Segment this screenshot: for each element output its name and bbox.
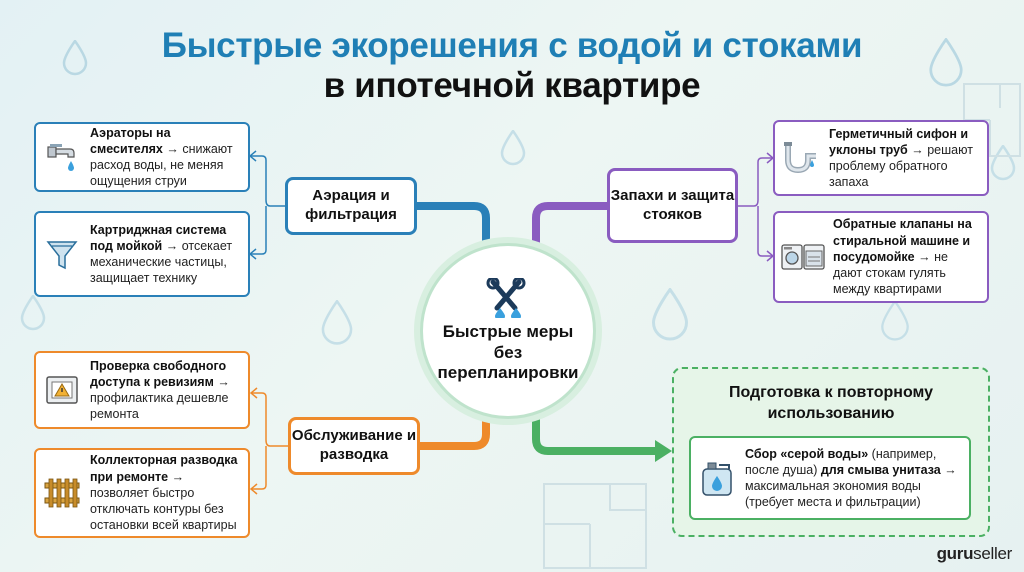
water-canister-icon xyxy=(697,458,737,498)
card-manifold-text: Коллекторная разводка при ремонте → позв… xyxy=(90,452,240,533)
manifold-icon xyxy=(42,473,82,513)
arrow-head-reuse xyxy=(655,440,672,462)
card-siphon-text: Герметичный сифон и уклоны труб → решают… xyxy=(829,126,979,191)
water-drop-icon xyxy=(62,40,88,76)
card-aerators: Аэраторы на смесителях → снижают расход … xyxy=(34,122,250,192)
hub-odors: Запахи и защита стояков xyxy=(607,168,738,243)
card-revision-text: Проверка свободного доступа к ревизиям →… xyxy=(90,358,240,423)
card-aerators-desc: → снижают расход воды, не меняя ощущения… xyxy=(90,141,233,189)
water-drop-icon xyxy=(321,300,353,345)
access-panel-icon xyxy=(42,370,82,410)
filter-funnel-icon xyxy=(42,234,82,274)
connector-maintenance xyxy=(416,391,490,450)
brand-logo: guruseller xyxy=(936,544,1013,564)
card-greywater: Сбор «серой воды» (например, после душа)… xyxy=(689,436,971,520)
page-title-line1: Быстрые экорешения с водой и стоками xyxy=(161,26,863,65)
connector-odors-cards xyxy=(738,157,772,257)
card-greywater-part2: (например, после душа) xyxy=(745,446,937,477)
siphon-pipe-icon xyxy=(781,138,821,178)
card-siphon: Герметичный сифон и уклоны труб → решают… xyxy=(773,120,989,196)
brand-part1: guru xyxy=(936,544,974,563)
card-cartridge-desc: → отсекает механические частицы, защищае… xyxy=(90,238,233,286)
card-cartridge-title: Картриджная система под мойкой xyxy=(90,222,227,253)
card-siphon-title: Герметичный сифон и уклоны труб xyxy=(829,126,969,157)
card-valves: Обратные клапаны на стиральной машине и … xyxy=(773,211,989,303)
hub-reuse: Подготовка к повторному использованию xyxy=(728,384,934,422)
connector-aeration xyxy=(413,202,490,266)
faucet-icon xyxy=(42,137,82,177)
hub-maintenance: Обслуживание и разводка xyxy=(288,417,420,475)
center-label: Быстрые меры без перепланировки xyxy=(437,322,579,383)
card-greywater-part3: для смыва унитаза xyxy=(820,462,941,477)
card-manifold-desc: → позволяет быстро отключать контуры без… xyxy=(90,469,237,533)
wrench-water-drops-icon xyxy=(486,278,526,319)
card-revision-title: Проверка свободного доступа к ревизиям xyxy=(90,358,227,389)
card-siphon-desc: → решают проблему обратного запаха xyxy=(829,142,973,190)
water-drop-icon xyxy=(990,145,1016,181)
card-greywater-part1: Сбор «серой воды» xyxy=(745,446,869,461)
card-revision-desc: → профилактика дешевле ремонта xyxy=(90,374,230,422)
water-drop-icon xyxy=(651,288,689,341)
connector-odors xyxy=(532,202,611,266)
water-drop-icon xyxy=(20,295,46,331)
floor-plan-decoration xyxy=(543,483,647,569)
washer-dishwasher-icon xyxy=(781,237,825,277)
card-manifold: Коллекторная разводка при ремонте → позв… xyxy=(34,448,250,538)
card-valves-title: Обратные клапаны на стиральной машине и … xyxy=(833,217,972,264)
water-drop-icon xyxy=(500,130,526,166)
connector-aeration-cards xyxy=(251,155,285,255)
card-valves-desc: → не дают стокам гулять между квартирами xyxy=(833,249,948,297)
hub-aeration: Аэрация и фильтрация xyxy=(285,177,417,235)
card-greywater-text: Сбор «серой воды» (например, после душа)… xyxy=(745,446,961,511)
connector-reuse xyxy=(532,391,659,455)
connector-maintenance-cards xyxy=(252,392,288,490)
brand-part2: seller xyxy=(973,544,1012,563)
center-node: Быстрые меры без перепланировки xyxy=(420,243,596,419)
card-cartridge-text: Картриджная система под мойкой → отсекае… xyxy=(90,222,240,287)
card-revision: Проверка свободного доступа к ревизиям →… xyxy=(34,351,250,429)
card-aerators-text: Аэраторы на смесителях → снижают расход … xyxy=(90,125,240,190)
card-greywater-part4: → максимальная экономия воды (требует ме… xyxy=(745,462,957,510)
card-cartridge: Картриджная система под мойкой → отсекае… xyxy=(34,211,250,297)
card-valves-text: Обратные клапаны на стиральной машине и … xyxy=(833,216,979,297)
water-drop-icon xyxy=(881,300,909,341)
card-aerators-title: Аэраторы на смесителях xyxy=(90,125,171,156)
card-manifold-title: Коллекторная разводка при ремонте xyxy=(90,453,238,484)
water-drop-icon xyxy=(929,38,963,87)
page-title-line2: в ипотечной квартире xyxy=(323,66,701,105)
